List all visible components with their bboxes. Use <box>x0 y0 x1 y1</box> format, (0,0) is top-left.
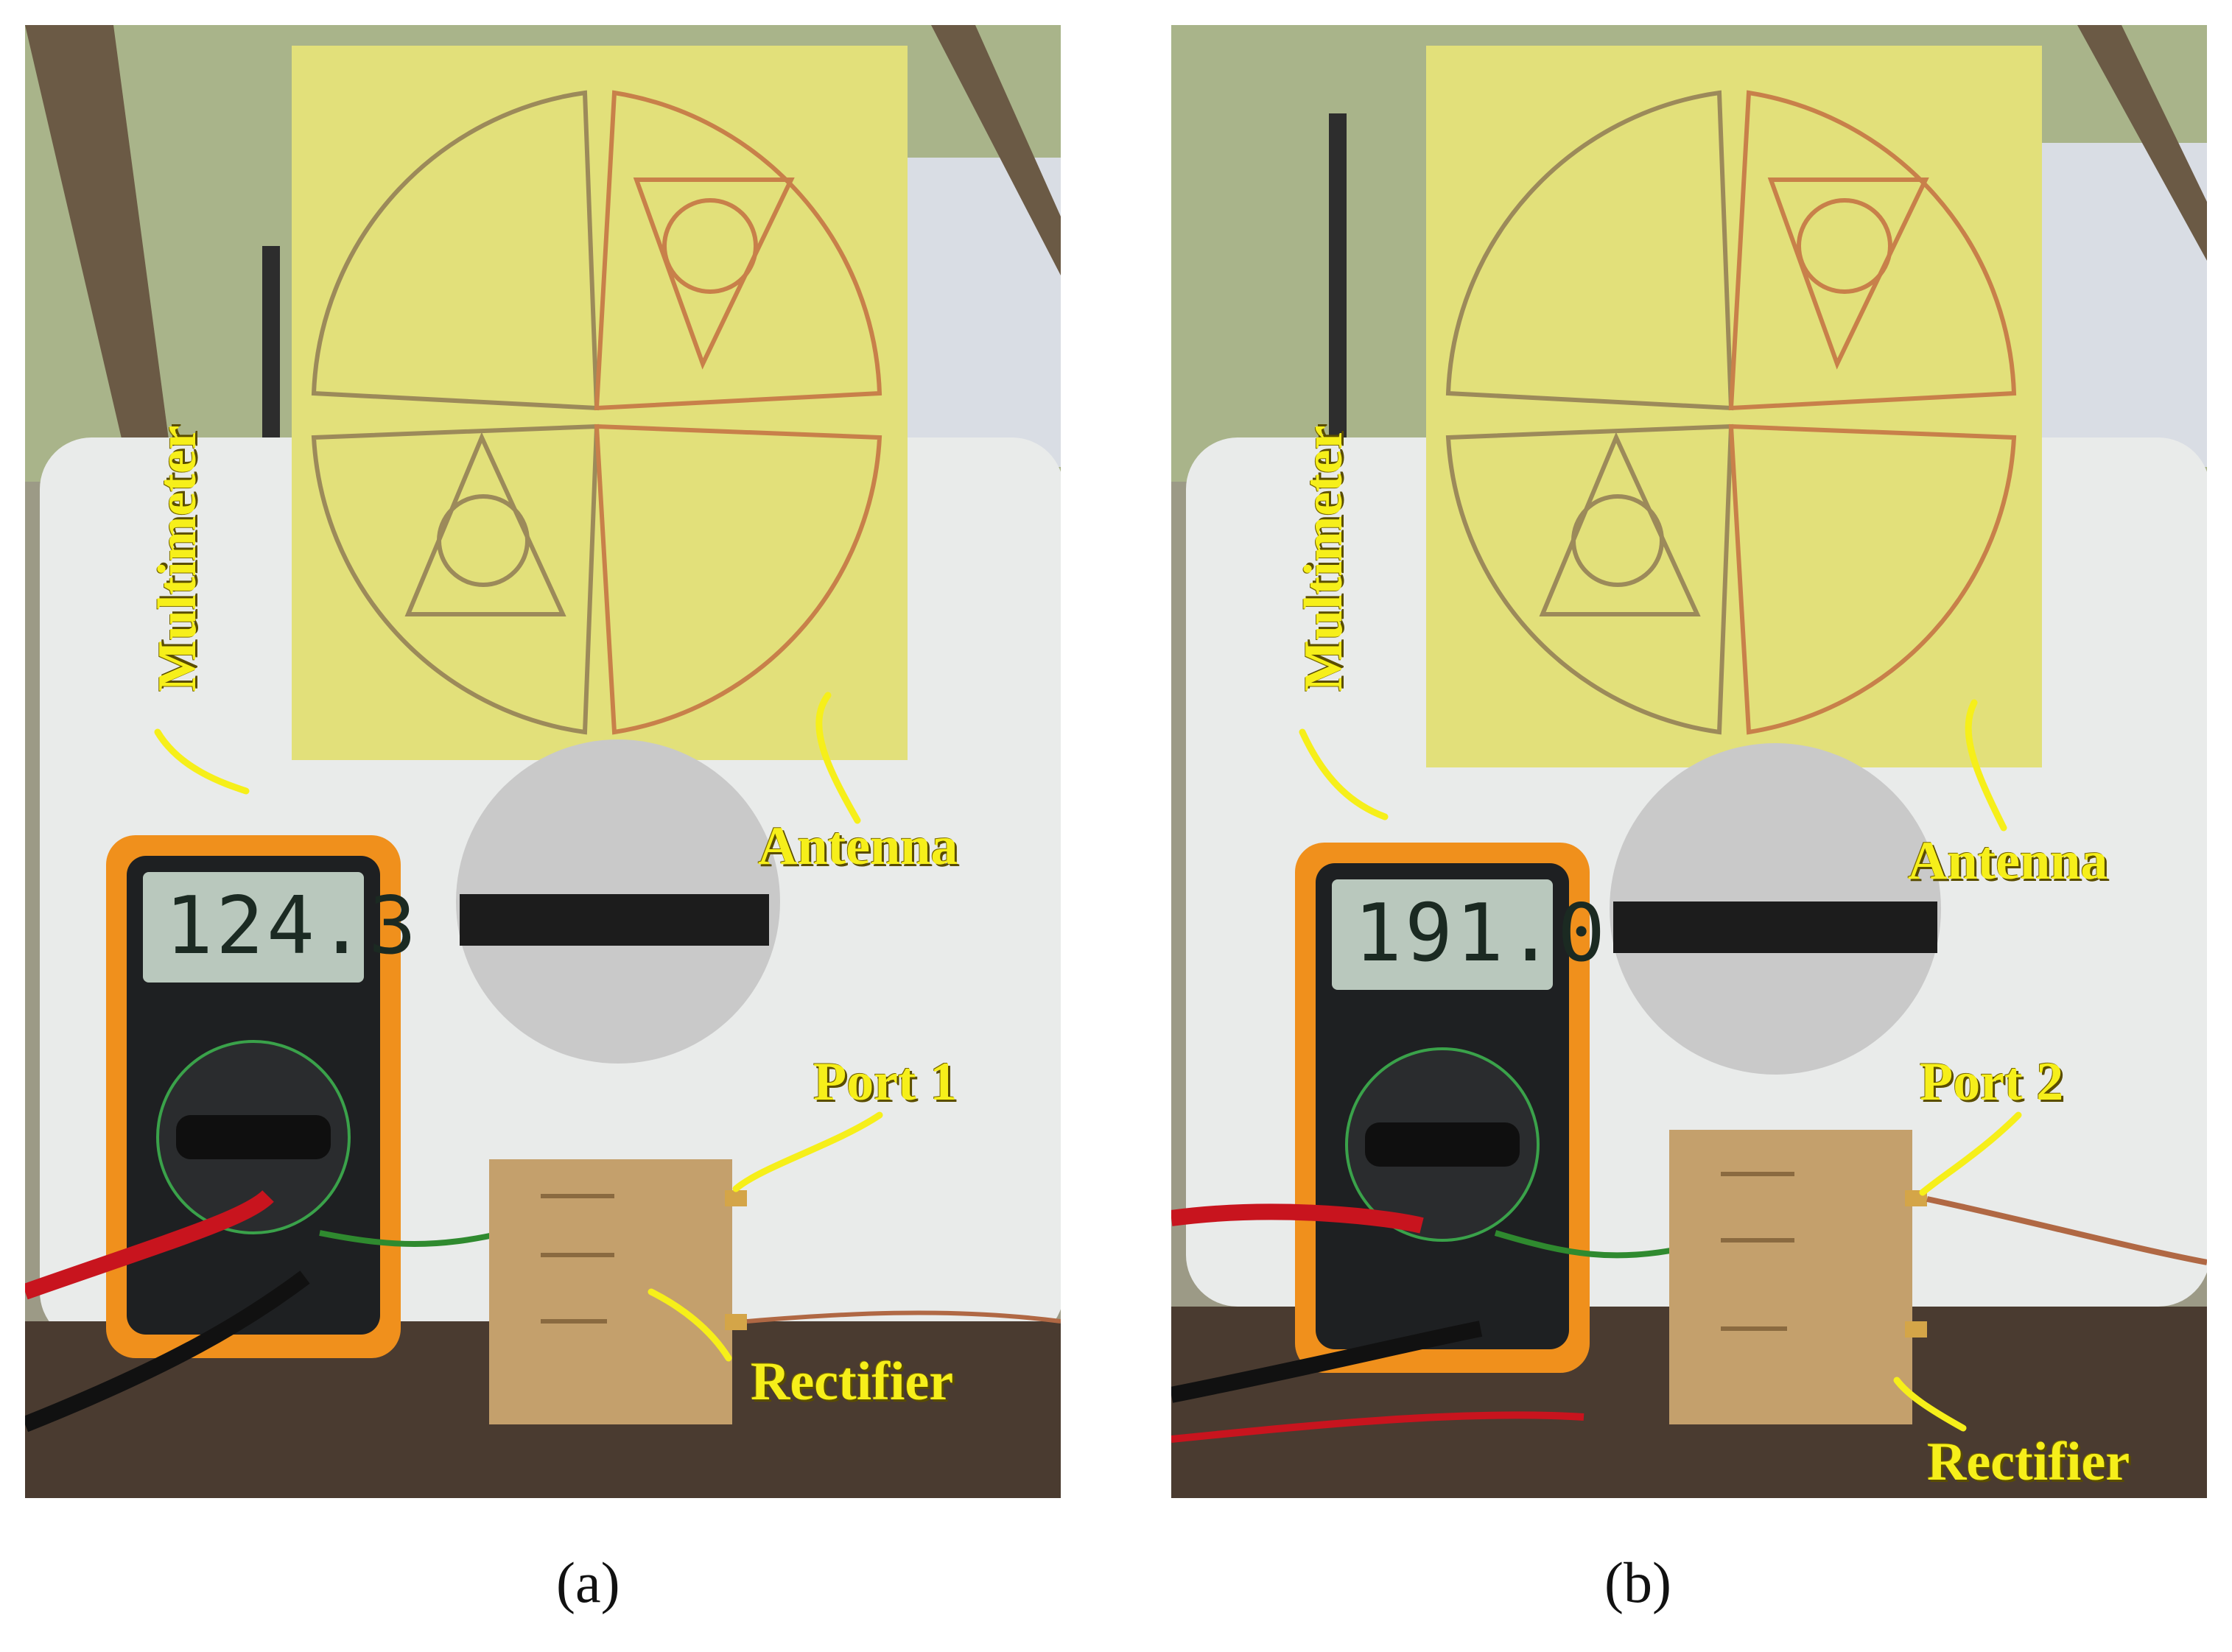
callout-arrows <box>154 692 883 1362</box>
coax-cable <box>1926 1196 2207 1265</box>
black-probe <box>1171 1321 1483 1403</box>
caption-b: (b) <box>1604 1550 1671 1614</box>
tree-branch <box>931 25 1061 275</box>
rectifier-label: Rectifier <box>751 1352 954 1412</box>
callout-arrows <box>1299 699 2022 1432</box>
antenna-traces <box>311 90 882 735</box>
rectifier-board <box>489 1159 732 1424</box>
photo-panel-b: 191.0 Multimeter Antenna Port 2 Rectifie… <box>1171 25 2207 1498</box>
coax-cable <box>746 1310 1061 1324</box>
tree-trunk <box>25 25 172 467</box>
photo-panel-a: 124.3 Multimeter Antenna Port 1 Rectifie… <box>25 25 1061 1498</box>
sma-port-1 <box>725 1190 747 1206</box>
antenna-board <box>292 46 908 760</box>
meter-reading: 124.3 <box>165 880 420 972</box>
rectifier-label: Rectifier <box>1927 1432 2130 1492</box>
scene-a <box>25 25 1061 1498</box>
scene-b <box>1171 25 2207 1498</box>
caption-a: (a) <box>556 1550 620 1614</box>
black-probe <box>25 1270 310 1433</box>
meter-reading: 191.0 <box>1354 887 1609 980</box>
antenna-traces <box>1445 90 2017 735</box>
red-probe <box>1171 1203 1424 1234</box>
lamp-post <box>1329 113 1347 482</box>
red-probe <box>25 1189 274 1300</box>
multimeter-display <box>143 872 364 983</box>
multimeter-label: Multimeter <box>1294 425 1354 692</box>
sma-port-2 <box>725 1314 747 1330</box>
antenna-label: Antenna <box>758 816 958 876</box>
rectifier-board <box>1669 1130 1912 1424</box>
tree-branch <box>2077 25 2207 261</box>
multimeter-display <box>1332 879 1553 990</box>
port-label: Port 1 <box>813 1052 958 1112</box>
port-label: Port 2 <box>1920 1052 2064 1112</box>
antenna-label: Antenna <box>1908 831 2108 891</box>
multimeter-label: Multimeter <box>147 425 208 692</box>
sma-port-2 <box>1905 1321 1927 1338</box>
